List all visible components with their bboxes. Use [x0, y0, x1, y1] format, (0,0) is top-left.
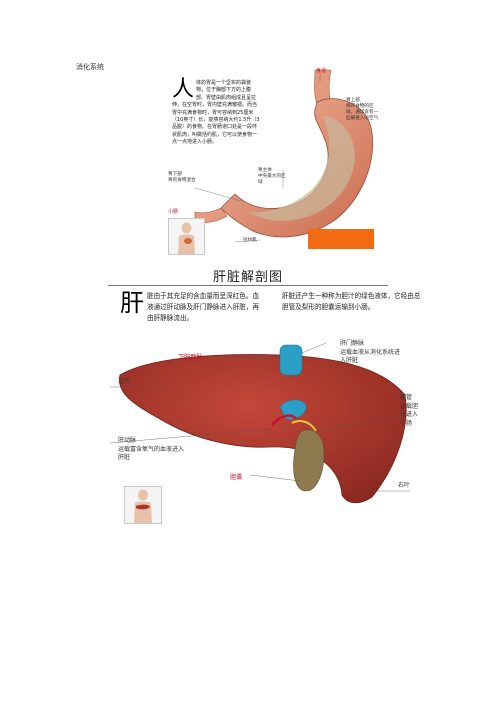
liver-drop-cap: 肝	[120, 289, 144, 317]
label-bile-duct: 胆管 运载胆汁进入小肠	[400, 394, 419, 427]
liver-illustration	[110, 342, 410, 504]
drop-cap: 人	[172, 77, 195, 102]
orange-marker	[308, 229, 374, 249]
body-thumbnail-stomach	[168, 218, 205, 255]
label-left-lobe: 左叶	[118, 378, 131, 385]
body-thumbnail-liver	[124, 486, 162, 524]
stomach-intro: 人 体的胃是一个坚实的袋装物，位于胸部下方的上腹部。胃壁由肌肉组成且呈拉伸，在空…	[172, 77, 260, 147]
label-gallbladder: 胆囊	[230, 474, 243, 481]
intro-text: 体的胃是一个坚实的袋装物，位于胸部下方的上腹部。胃壁由肌肉组成且呈拉伸，在空胃时…	[172, 80, 260, 146]
label-hepatic-artery: 肝动脉 运载富含氧气的血液进入肝脏	[118, 437, 185, 461]
label-right-lobe: 右叶	[398, 482, 411, 489]
liver-intro-left-text: 脏由于其充足的含血量而呈深红色。血液通过肝动脉及肝门静脉进入肝脏，再由肝静脉流出…	[147, 292, 260, 322]
section-header: 消化系统	[76, 63, 104, 71]
liver-shape	[119, 354, 407, 504]
label-portal-vein: 肝门静脉 运载血液从消化系统进入肝脏	[340, 340, 401, 364]
liver-intro-right: 肝脏还产生一种称为胆汁的绿色液体，它经由总胆管及梨形的胆囊运输到小肠。	[282, 292, 421, 311]
label-pylorus: 括约肌	[243, 238, 257, 243]
vena-cava	[279, 344, 303, 376]
label-stomach-body: 胃主体 中央最大的区域	[258, 168, 286, 185]
label-esophagus: 食道	[316, 68, 327, 74]
label-vena-cava: 下腔静脉	[178, 354, 203, 361]
label-lower-stomach: 胃下部 胃的食物混合	[168, 172, 196, 183]
label-small-intestine: 小肠	[168, 209, 179, 215]
liver-intro-left: 肝 脏由于其充足的含血量而呈深红色。血液通过肝动脉及肝门静脉进入肝脏，再由肝静脉…	[120, 291, 260, 324]
title-rule	[108, 285, 388, 286]
label-upper-stomach: 胃上部 保存食物的区域，通常含有一些被吞入的空气	[346, 98, 379, 121]
gallbladder-shape	[293, 429, 325, 492]
liver-title: 肝脏解剖图	[212, 270, 283, 285]
